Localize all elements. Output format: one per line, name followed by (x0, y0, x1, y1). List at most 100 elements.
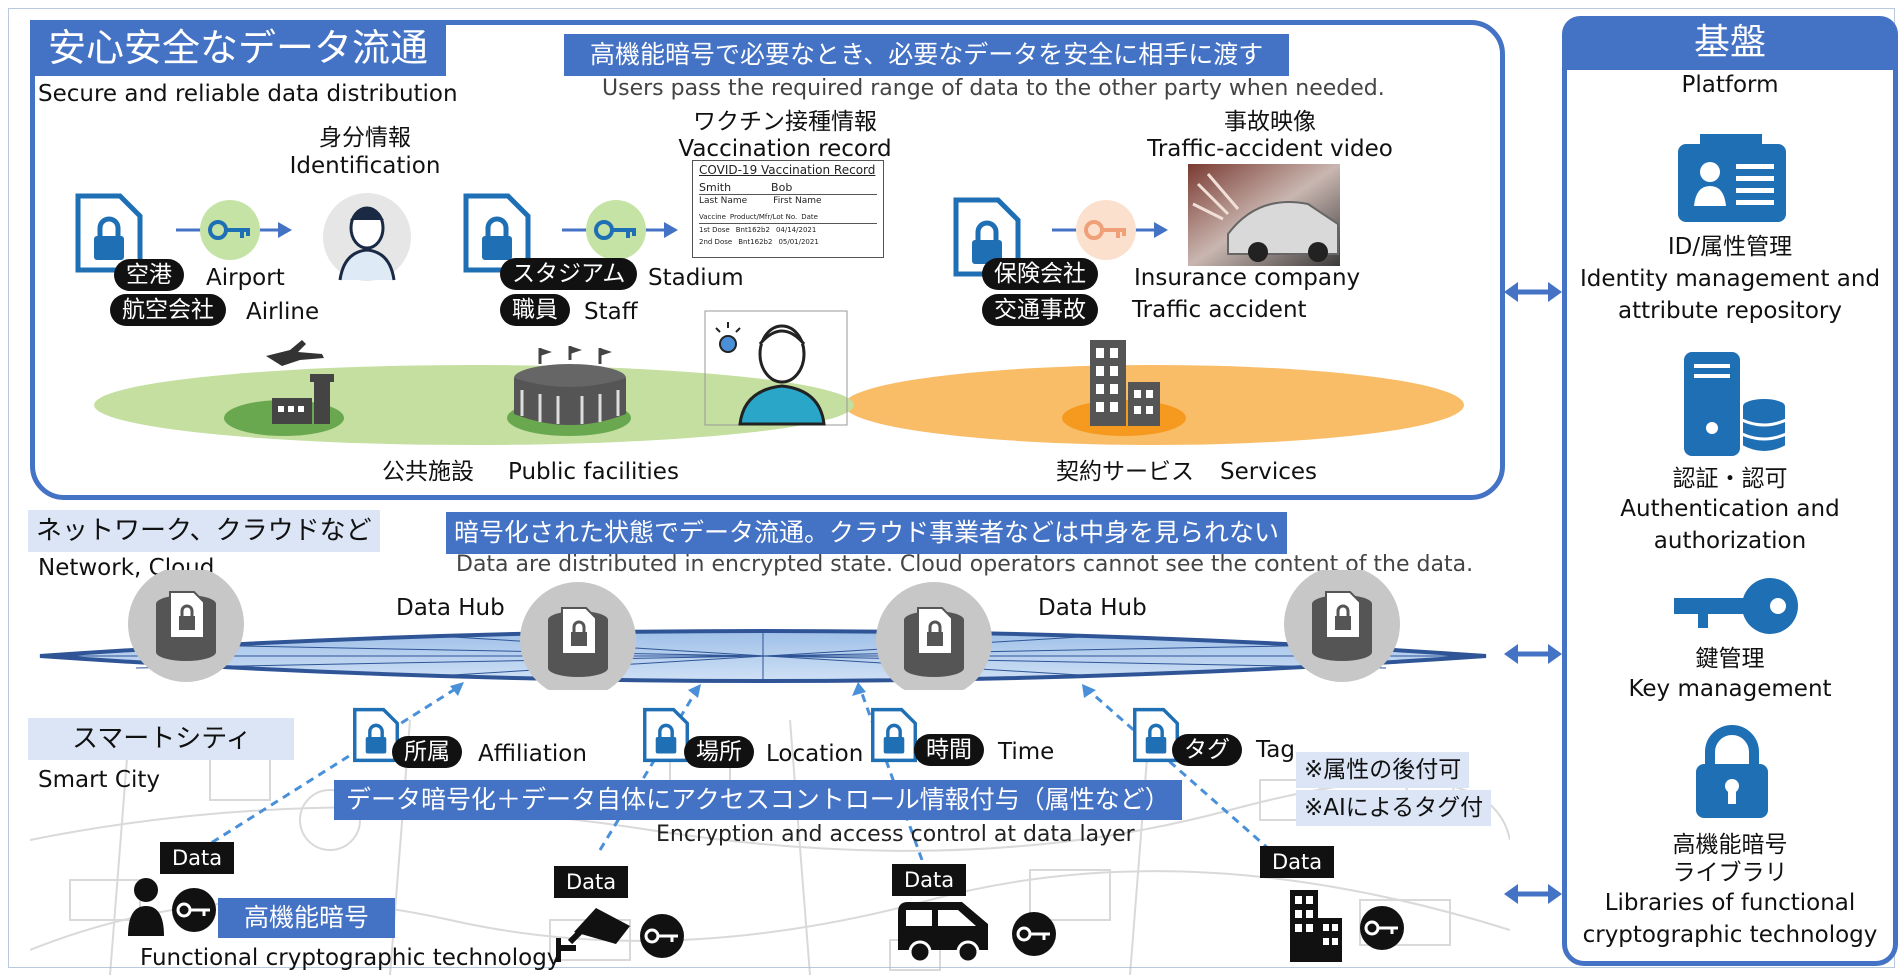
database-lock-icon (156, 591, 216, 661)
func-crypto-badge: 高機能暗号 (218, 898, 396, 938)
auth-label-jp: 認証・認可 (1672, 466, 1788, 492)
vaccine-first-label: First Name (773, 196, 822, 206)
upload-arrows (199, 682, 1271, 860)
building-icon (1090, 340, 1160, 426)
location-tag: 場所 (684, 736, 754, 768)
public-label-jp: 公共施設 (382, 459, 474, 485)
person-key-icon (128, 878, 216, 936)
server-database-icon (1684, 352, 1787, 456)
vaccine-row1-date: 04/14/2021 (775, 226, 817, 234)
public-label-en: Public facilities (508, 459, 679, 485)
vaccine-col3: Date (801, 213, 818, 221)
airport-icon (266, 340, 334, 424)
library-label-en2: cryptographic technology (1582, 922, 1878, 948)
network-banner: 暗号化された状態でデータ流通。クラウド事業者などは中身を見られない (446, 512, 1288, 554)
top-banner: 高機能暗号で必要なとき、必要なデータを安全に相手に渡す (564, 34, 1290, 76)
identification-label-en: Identification (289, 153, 441, 179)
traffic-tag: 交通事故 (982, 294, 1098, 326)
data-hub-label-2: Data Hub (1038, 595, 1147, 621)
location-label: Location (766, 741, 864, 767)
accident-photo (1188, 164, 1340, 266)
document-lock-icon (643, 707, 689, 763)
auth-label-en1: Authentication and (1620, 496, 1840, 522)
id-mgmt-label-en2: attribute repository (1618, 298, 1842, 324)
platform-header-en: Platform (1681, 72, 1779, 98)
database-lock-icon (1312, 591, 1372, 661)
van-key-icon (898, 902, 1056, 964)
person-avatar-icon (323, 193, 411, 281)
key-transfer-icon (176, 200, 292, 260)
note-ai-tag: ※AIによるタグ付 (1296, 790, 1492, 826)
key-mgmt-label-en: Key management (1628, 676, 1832, 702)
data-label: Data (554, 866, 629, 898)
top-title: 安心安全なデータ流通 (30, 20, 447, 76)
affiliation-tag: 所属 (392, 736, 462, 768)
lock-icon (1696, 725, 1768, 818)
smartcity-title: スマートシティ (28, 718, 294, 760)
data-hub-network (39, 570, 1487, 690)
vaccine-col2: Product/Mfr/Lot No. (729, 213, 798, 221)
insurance-label: Insurance company (1134, 265, 1361, 291)
airport-tag: 空港 (114, 259, 184, 291)
data-label: Data (160, 842, 235, 874)
services-label-jp: 契約サービス (1056, 459, 1194, 485)
platform-connector-arrows (1504, 282, 1562, 904)
network-title: ネットワーク、クラウドなど (28, 510, 380, 552)
database-lock-icon (904, 607, 964, 677)
vaccine-card-title: COVID-19 Vaccination Record (699, 163, 876, 177)
encryption-banner: データ暗号化＋データ自体にアクセスコントロール情報付与（属性など） (334, 780, 1182, 820)
key-mgmt-label-jp: 鍵管理 (1695, 646, 1765, 672)
accident-label-en: Traffic-accident video (1147, 136, 1393, 162)
smartcity-title-jp: スマートシティ (72, 724, 252, 754)
key-transfer-icon (562, 200, 678, 260)
platform-header: 基盤 (1562, 16, 1898, 70)
id-mgmt-label-en1: Identity management and (1579, 266, 1881, 292)
identification-label-jp: 身分情報 (319, 125, 411, 151)
document-lock-icon (871, 707, 917, 763)
id-mgmt-label-jp: ID/属性管理 (1667, 234, 1793, 260)
vaccine-first-value: Bob (771, 181, 793, 194)
airline-tag: 航空会社 (110, 294, 226, 326)
time-label: Time (998, 739, 1055, 765)
auth-label-en2: authorization (1653, 528, 1807, 554)
affiliation-label: Affiliation (478, 741, 587, 767)
vaccine-row1-product: Bnt162b2 (735, 226, 770, 234)
airline-label: Airline (246, 299, 320, 325)
vaccine-row2-date: 05/01/2021 (778, 238, 819, 246)
traffic-label: Traffic accident (1132, 297, 1307, 323)
document-lock-icon (953, 197, 1021, 277)
smartcity-title-en: Smart City (38, 767, 160, 793)
staff-person-icon (704, 310, 848, 426)
staff-label: Staff (584, 299, 638, 325)
library-label-jp2: ライブラリ (1672, 860, 1788, 886)
vaccine-col1: Vaccine (699, 213, 726, 221)
id-card-icon (1678, 134, 1786, 222)
camera-key-icon (556, 908, 684, 962)
library-label-jp1: 高機能暗号 (1672, 832, 1788, 858)
building-key-icon (1290, 890, 1404, 962)
key-transfer-icon (1052, 200, 1168, 260)
tag-label: Tag (1256, 737, 1295, 763)
stadium-icon (514, 346, 626, 425)
data-label: Data (892, 864, 967, 896)
airport-label: Airport (206, 265, 285, 291)
vaccine-row2-product: Bnt162b2 (738, 238, 773, 246)
func-crypto-en: Functional cryptographic technology (140, 945, 561, 971)
library-label-en1: Libraries of functional (1604, 890, 1856, 916)
key-icon (1674, 578, 1798, 634)
vaccine-row2-dose: 2nd Dose (699, 238, 733, 246)
vaccine-last-value: Smith (699, 181, 732, 194)
note-attribute: ※属性の後付可 (1296, 752, 1470, 788)
database-lock-icon (548, 607, 608, 677)
stadium-tag: スタジアム (500, 258, 638, 290)
vaccine-row1-dose: 1st Dose (699, 226, 730, 234)
network-banner-en: Data are distributed in encrypted state.… (456, 552, 1474, 577)
document-lock-icon (75, 193, 143, 273)
services-label-en: Services (1220, 459, 1317, 485)
time-tag: 時間 (914, 734, 984, 766)
encryption-label-en: Encryption and access control at data la… (656, 822, 1135, 847)
staff-tag: 職員 (500, 294, 570, 326)
vaccination-label-jp: ワクチン接種情報 (693, 109, 877, 135)
insurance-tag: 保険会社 (982, 258, 1098, 290)
vaccination-label-en: Vaccination record (678, 136, 892, 162)
